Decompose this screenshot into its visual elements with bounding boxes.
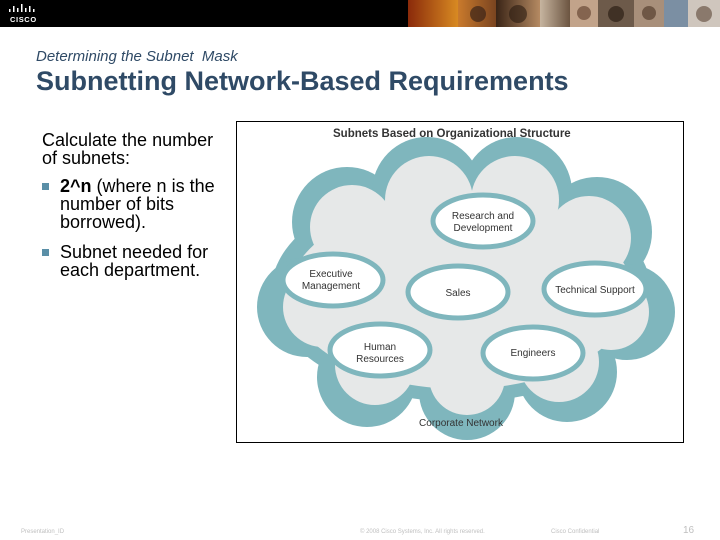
- sales-subnet: [405, 263, 511, 321]
- footer-confidential: Cisco Confidential: [551, 529, 600, 535]
- photo-tile: [664, 0, 688, 27]
- footer-presentation-id: Presentation_ID: [21, 529, 65, 535]
- photo-tile: [540, 0, 570, 27]
- hr-subnet: [327, 321, 433, 379]
- hr-label-2: Resources: [356, 354, 404, 365]
- footer-copyright: © 2008 Cisco Systems, Inc. All rights re…: [360, 529, 485, 535]
- slide-title: Subnetting Network-Based Requirements: [36, 66, 569, 96]
- photo-strip: [408, 0, 720, 27]
- cisco-wordmark: CISCO: [10, 15, 37, 24]
- body-text: Calculate the number of subnets: 2^n (wh…: [42, 131, 232, 291]
- photo-tile: [408, 0, 458, 27]
- research-label-2: Development: [454, 223, 513, 234]
- bullet-square-icon: [42, 183, 49, 190]
- support-label: Technical Support: [555, 285, 635, 296]
- network-label: Corporate Network: [419, 418, 504, 429]
- research-label-1: Research and: [452, 211, 514, 222]
- cisco-bars-icon: [9, 4, 35, 12]
- cisco-logo: CISCO: [8, 4, 42, 24]
- header-banner: CISCO: [0, 0, 720, 27]
- lead-text: Calculate the number of subnets:: [42, 130, 214, 168]
- org-subnet-diagram: Subnets Based on Organizational Structur…: [236, 121, 684, 443]
- cloud-diagram: Subnets Based on Organizational Structur…: [257, 128, 675, 440]
- bullet-square-icon: [42, 249, 49, 256]
- engineers-label: Engineers: [510, 348, 555, 359]
- hr-label-1: Human: [364, 342, 396, 353]
- slide-subtitle: Determining the Subnet Mask: [36, 48, 238, 65]
- research-subnet: [430, 192, 536, 250]
- bullet-text: (where n is the number of bits borrowed)…: [60, 176, 215, 232]
- engineers-subnet: [480, 324, 586, 382]
- sales-label: Sales: [445, 288, 470, 299]
- bullet-text: Subnet needed for each department.: [60, 242, 209, 280]
- executive-label-1: Executive: [309, 269, 353, 280]
- page-number: 16: [683, 525, 695, 536]
- support-subnet: [541, 260, 649, 318]
- bullet-item: Subnet needed for each department.: [42, 243, 232, 279]
- executive-subnet: [280, 251, 386, 309]
- bullet-bold-text: 2^n: [60, 176, 92, 196]
- executive-label-2: Management: [302, 281, 361, 292]
- subnet-clouds: [280, 192, 649, 382]
- diagram-title: Subnets Based on Organizational Structur…: [333, 128, 571, 140]
- bullet-item: 2^n (where n is the number of bits borro…: [42, 177, 232, 231]
